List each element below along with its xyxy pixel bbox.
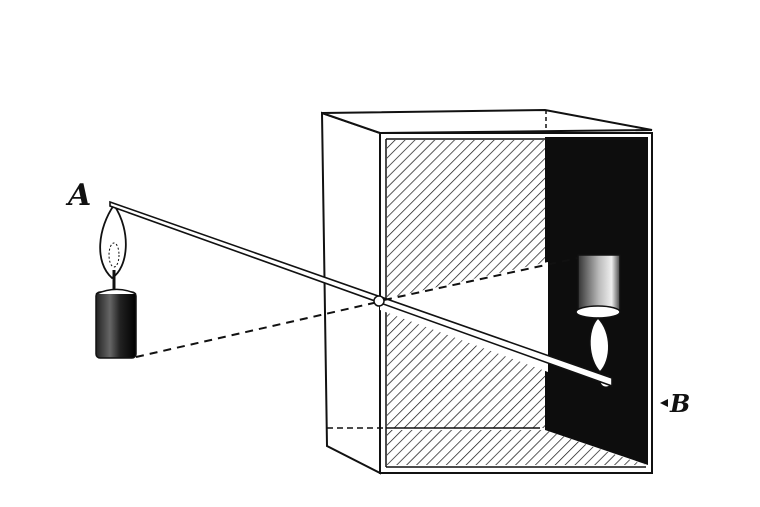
candle-object bbox=[95, 203, 137, 359]
candle-body bbox=[95, 291, 137, 359]
label-a: A bbox=[65, 178, 91, 213]
arrow-pointer-icon bbox=[660, 399, 668, 407]
label-b-group: B bbox=[660, 389, 690, 418]
hatched-floor bbox=[387, 430, 645, 465]
label-b: B bbox=[669, 389, 690, 418]
box-top bbox=[321, 108, 653, 135]
light-rays bbox=[109, 200, 613, 388]
pinhole bbox=[373, 295, 385, 307]
flame bbox=[99, 203, 127, 280]
ray-top-to-bottom bbox=[109, 200, 613, 388]
ray-bottom-dashed-inside bbox=[383, 257, 579, 301]
